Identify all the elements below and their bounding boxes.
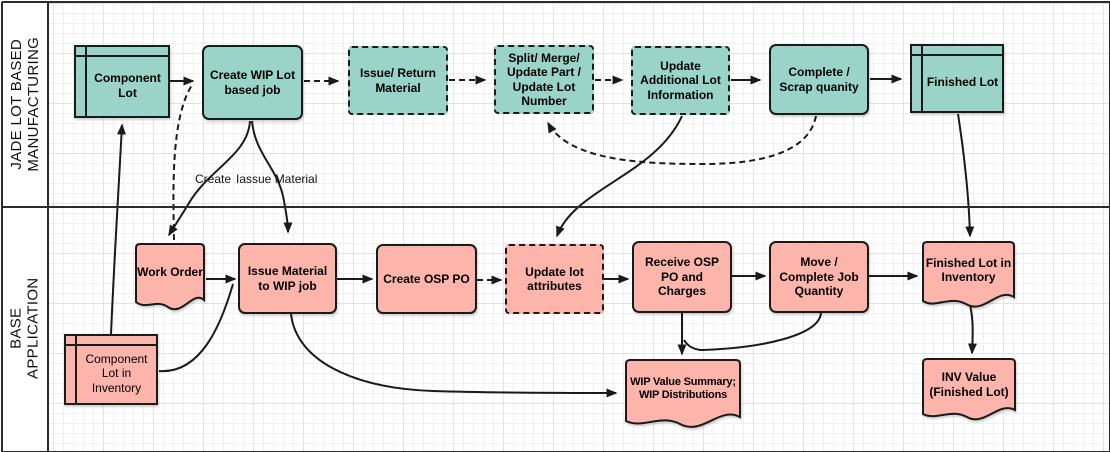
document-shape [135, 243, 205, 311]
node-create-osp-po[interactable]: Create OSP PO [376, 244, 477, 314]
document-shape [922, 358, 1016, 421]
lane-divider [3, 206, 1109, 208]
node-update-additional-lot-info[interactable]: Update Additional Lot Information [631, 46, 730, 115]
node-issue-return-material[interactable]: Issue/ Return Material [348, 46, 448, 115]
edge-work-order-to-create-wip [172, 84, 193, 241]
node-label: Issue/ Return Material [359, 66, 437, 95]
storage-hline [66, 344, 156, 346]
node-label: Move / Complete Job Quantity [779, 255, 859, 299]
storage-hline [912, 54, 1002, 56]
lane-title: JADE LOT BASED MANUFACTURING [7, 37, 43, 172]
node-component-lot-in-inventory[interactable]: Component Lot in Inventory [64, 334, 158, 405]
edge-update-additional-to-update-lot-attributes [556, 115, 683, 238]
node-label: WIP Value Summary; WIP Distributions [630, 375, 736, 401]
node-label: Component Lot in Inventory [85, 351, 148, 395]
node-create-wip-lot-based-job[interactable]: Create WIP Lot based job [202, 45, 303, 120]
node-label: Update lot attributes [525, 264, 584, 293]
storage-hline [76, 55, 168, 57]
node-update-lot-attributes[interactable]: Update lot attributes [505, 244, 604, 314]
lane-header-strip: JADE LOT BASED MANUFACTURING BASE APPLIC… [3, 3, 49, 451]
node-label: Work Order [137, 264, 203, 279]
node-label: Create OSP PO [383, 271, 470, 286]
edge-issue-material-to-wip-value-summary [290, 313, 618, 398]
edge-label-create: Create [195, 172, 232, 186]
lane-header-base: BASE APPLICATION [3, 206, 47, 449]
edge-move-complete-to-wip-value-summary [683, 312, 822, 352]
node-issue-material-to-wip-job[interactable]: Issue Material to WIP job [238, 243, 337, 314]
node-inv-value-finished-lot[interactable]: INV Value (Finished Lot) [922, 358, 1016, 423]
edge-complete-scrap-to-split-merge [547, 115, 817, 166]
edge-component-lot-inventory-to-component-lot [110, 123, 127, 335]
storage-vline [75, 336, 77, 403]
node-component-lot[interactable]: Component Lot [74, 45, 170, 118]
node-label: Finished Lot in Inventory [925, 255, 1012, 284]
lane-header-jade: JADE LOT BASED MANUFACTURING [3, 3, 47, 206]
node-label: INV Value (Finished Lot) [929, 370, 1009, 399]
node-label: Complete / Scrap quanity [779, 65, 859, 94]
storage-vline [921, 46, 923, 111]
document-shape [625, 359, 741, 428]
node-split-merge-update[interactable]: Split/ Merge/ Update Part / Update Lot N… [494, 45, 594, 114]
node-finished-lot[interactable]: Finished Lot [910, 44, 1004, 113]
node-label: Finished Lot [926, 75, 999, 90]
node-complete-scrap-quantity[interactable]: Complete / Scrap quanity [769, 44, 869, 115]
node-label: Split/ Merge/ Update Part / Update Lot N… [506, 50, 581, 108]
node-receive-osp-po-and-charges[interactable]: Receive OSP PO and Charges [632, 241, 732, 313]
node-label: Update Additional Lot Information [640, 58, 721, 102]
node-label: Create WIP Lot based job [209, 68, 296, 97]
node-work-order[interactable]: Work Order [135, 243, 205, 313]
node-wip-value-summary[interactable]: WIP Value Summary; WIP Distributions [625, 359, 741, 431]
edge-label-issue-material: Iassue Material [236, 172, 318, 186]
node-label: Receive OSP PO and Charges [644, 255, 720, 299]
node-move-complete-job-quantity[interactable]: Move / Complete Job Quantity [769, 241, 869, 313]
edge-finished-lot-to-finished-lot-inventory [957, 113, 975, 238]
lane-title: BASE APPLICATION [7, 277, 43, 380]
node-finished-lot-in-inventory[interactable]: Finished Lot in Inventory [922, 241, 1015, 311]
node-label: Issue Material to WIP job [247, 264, 328, 293]
storage-vline [85, 47, 87, 116]
node-label: Component Lot [94, 71, 161, 100]
document-shape [922, 241, 1015, 308]
